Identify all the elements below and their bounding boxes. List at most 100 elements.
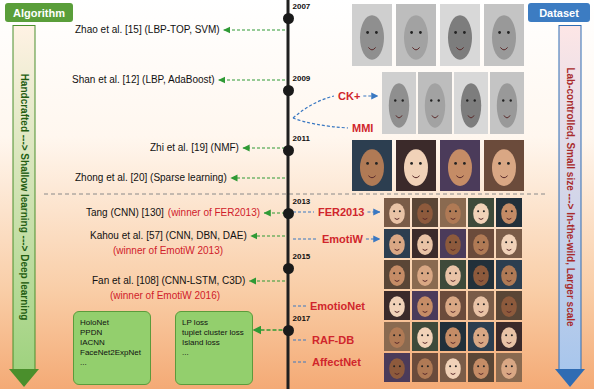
face-shape [389,358,405,379]
dataset-link [293,238,318,239]
arrow-head [9,369,39,387]
photo-frame [418,72,452,134]
face-shape [389,265,405,286]
face-eye [511,210,513,212]
photo-frame [454,72,488,134]
method-arrow [219,79,285,80]
face-photo [412,198,438,227]
face-eye [502,99,504,101]
method-arrow [231,177,285,178]
year-label: 2009 [293,74,311,84]
method-name: PPDN [80,328,144,338]
dataset-name: AffectNet [312,356,361,369]
method-citation: Zhao et al. [15] (LBP-TOP, SVM) [75,24,220,36]
face-shape [417,203,433,224]
face-mouth [456,47,463,49]
face-shape [448,15,472,60]
face-photo [490,72,524,134]
face-shape [497,83,517,128]
face-photo [384,260,410,289]
header-text: Algorithm [13,7,65,19]
face-mouth [507,373,512,374]
photo-frame [440,291,466,320]
year-label: 2011 [293,134,310,144]
face-mouth [451,373,456,374]
dataset-link [293,96,334,118]
face-photo [484,4,524,66]
face-shape [501,296,517,317]
face-shape [404,15,428,60]
face-photo [440,353,466,382]
method-arrow [243,147,285,148]
face-eye [410,31,413,34]
face-eye [483,365,485,367]
year-dot: 2009 [283,85,294,96]
face-shape [501,265,517,286]
photo-frame [468,229,494,258]
face-eye [474,99,476,101]
face-eye [498,31,501,34]
method-arrow [251,235,285,236]
face-eye [449,303,451,305]
face-mouth [479,311,484,312]
face-eye [477,210,479,212]
arrow-head [555,369,585,387]
face-photo [440,291,466,320]
face-eye [366,31,369,34]
face-shape [445,203,461,224]
face-shape [501,234,517,255]
face-photo [468,291,494,320]
face-photo [440,322,466,351]
face-mouth [368,176,375,178]
face-eye [483,272,485,274]
face-shape [445,327,461,348]
face-shape [445,296,461,317]
photo-frame [384,291,410,320]
dataset-link [293,118,348,128]
face-photo [412,229,438,258]
face-shape [417,234,433,255]
photo-frame [412,322,438,351]
face-shape [501,327,517,348]
method-citation: Kahou et al. [57] (CNN, DBN, DAE) [90,230,247,242]
trend-arrow: Handcrafted ---> Shallow learning ---> D… [9,25,39,387]
face-photo [384,353,410,382]
photo-frame [468,291,494,320]
dataset-photo-link [363,95,378,96]
face-eye [454,162,457,165]
face-photo [418,72,452,134]
face-shape [417,296,433,317]
method-name: HoloNet [80,318,144,328]
face-shape [417,265,433,286]
year-label: 2013 [293,197,311,207]
face-eye [505,365,507,367]
face-mouth [507,342,512,343]
face-shape [425,83,445,128]
face-eye [449,210,451,212]
face-eye [393,210,395,212]
face-eye [430,99,432,101]
face-eye [449,334,451,336]
year-dot: 2007 [283,13,294,24]
face-mouth [423,373,428,374]
photo-frame [382,72,416,134]
dataset-name: RAF-DB [312,334,354,347]
photo-frame [468,322,494,351]
method-citation: Fan et al. [108] (CNN-LSTM, C3D) [92,275,245,287]
face-eye [463,31,466,34]
face-photo [382,72,416,134]
face-eye [375,31,378,34]
face-eye [427,210,429,212]
method-citation: Zhong et al. [20] (Sparse learning) [75,172,227,184]
method-arrow [249,280,285,281]
face-mouth [395,311,400,312]
face-eye [449,241,451,243]
face-photo [396,140,436,191]
face-eye [427,272,429,274]
face-eye [419,162,422,165]
face-mouth [395,218,400,219]
face-photo [396,4,436,66]
face-photo [468,353,494,382]
face-eye [438,99,440,101]
face-eye [466,99,468,101]
